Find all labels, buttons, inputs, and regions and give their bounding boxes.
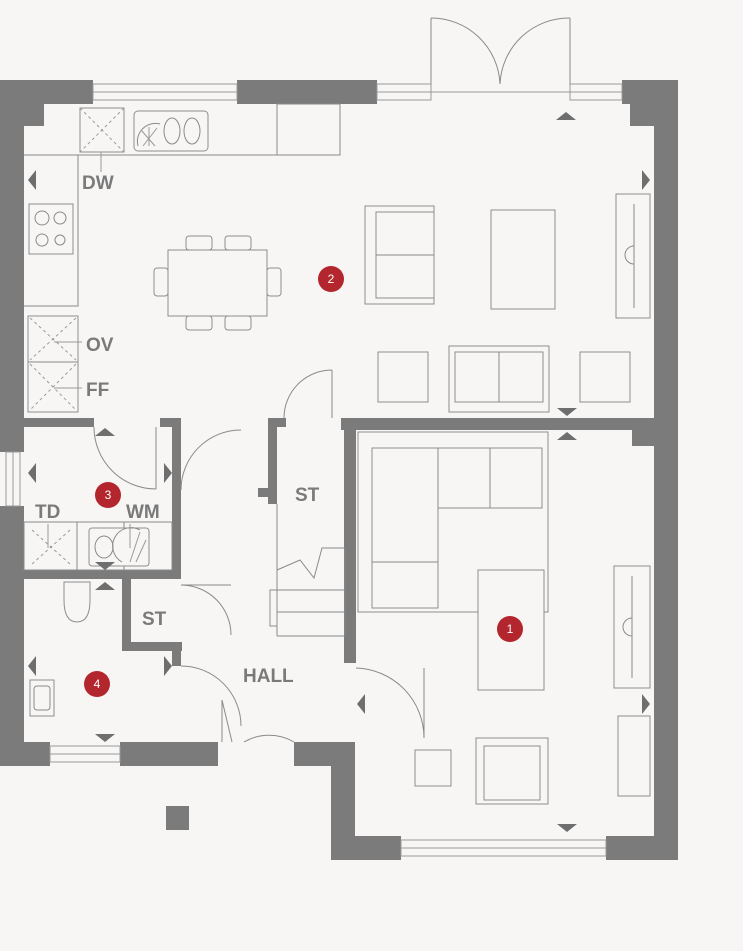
utility-room-fittings bbox=[23, 521, 173, 571]
windows bbox=[5, 83, 623, 857]
door-swings bbox=[93, 369, 425, 743]
store-label-upper: ST bbox=[295, 485, 320, 506]
fridge-freezer-label: FF bbox=[86, 380, 109, 401]
dimension-markers bbox=[28, 112, 650, 832]
french-doors bbox=[430, 17, 571, 85]
external-post bbox=[166, 806, 189, 830]
room-number: 2 bbox=[328, 272, 335, 286]
room-number: 1 bbox=[507, 622, 514, 636]
hall-label: HALL bbox=[243, 666, 294, 687]
kitchen-units bbox=[24, 103, 341, 413]
room-badge-1: 1 bbox=[497, 616, 523, 642]
interior-walls bbox=[24, 418, 654, 666]
room-number: 3 bbox=[105, 488, 112, 502]
dining-table bbox=[153, 235, 282, 331]
room-number: 4 bbox=[94, 677, 101, 691]
store-label-lower: ST bbox=[142, 609, 167, 630]
oven-label: OV bbox=[86, 335, 114, 356]
room-badge-2: 2 bbox=[318, 266, 344, 292]
dishwasher-label: DW bbox=[82, 173, 114, 194]
tumble-dryer-label: TD bbox=[35, 502, 60, 523]
family-room-furniture bbox=[364, 193, 651, 413]
living-room-furniture bbox=[357, 431, 651, 805]
exterior-walls bbox=[0, 80, 678, 860]
room-badge-4: 4 bbox=[84, 671, 110, 697]
room-badge-3: 3 bbox=[95, 482, 121, 508]
wc-fittings bbox=[29, 581, 91, 717]
washing-machine-label: WM bbox=[126, 502, 160, 523]
staircase bbox=[269, 504, 346, 637]
